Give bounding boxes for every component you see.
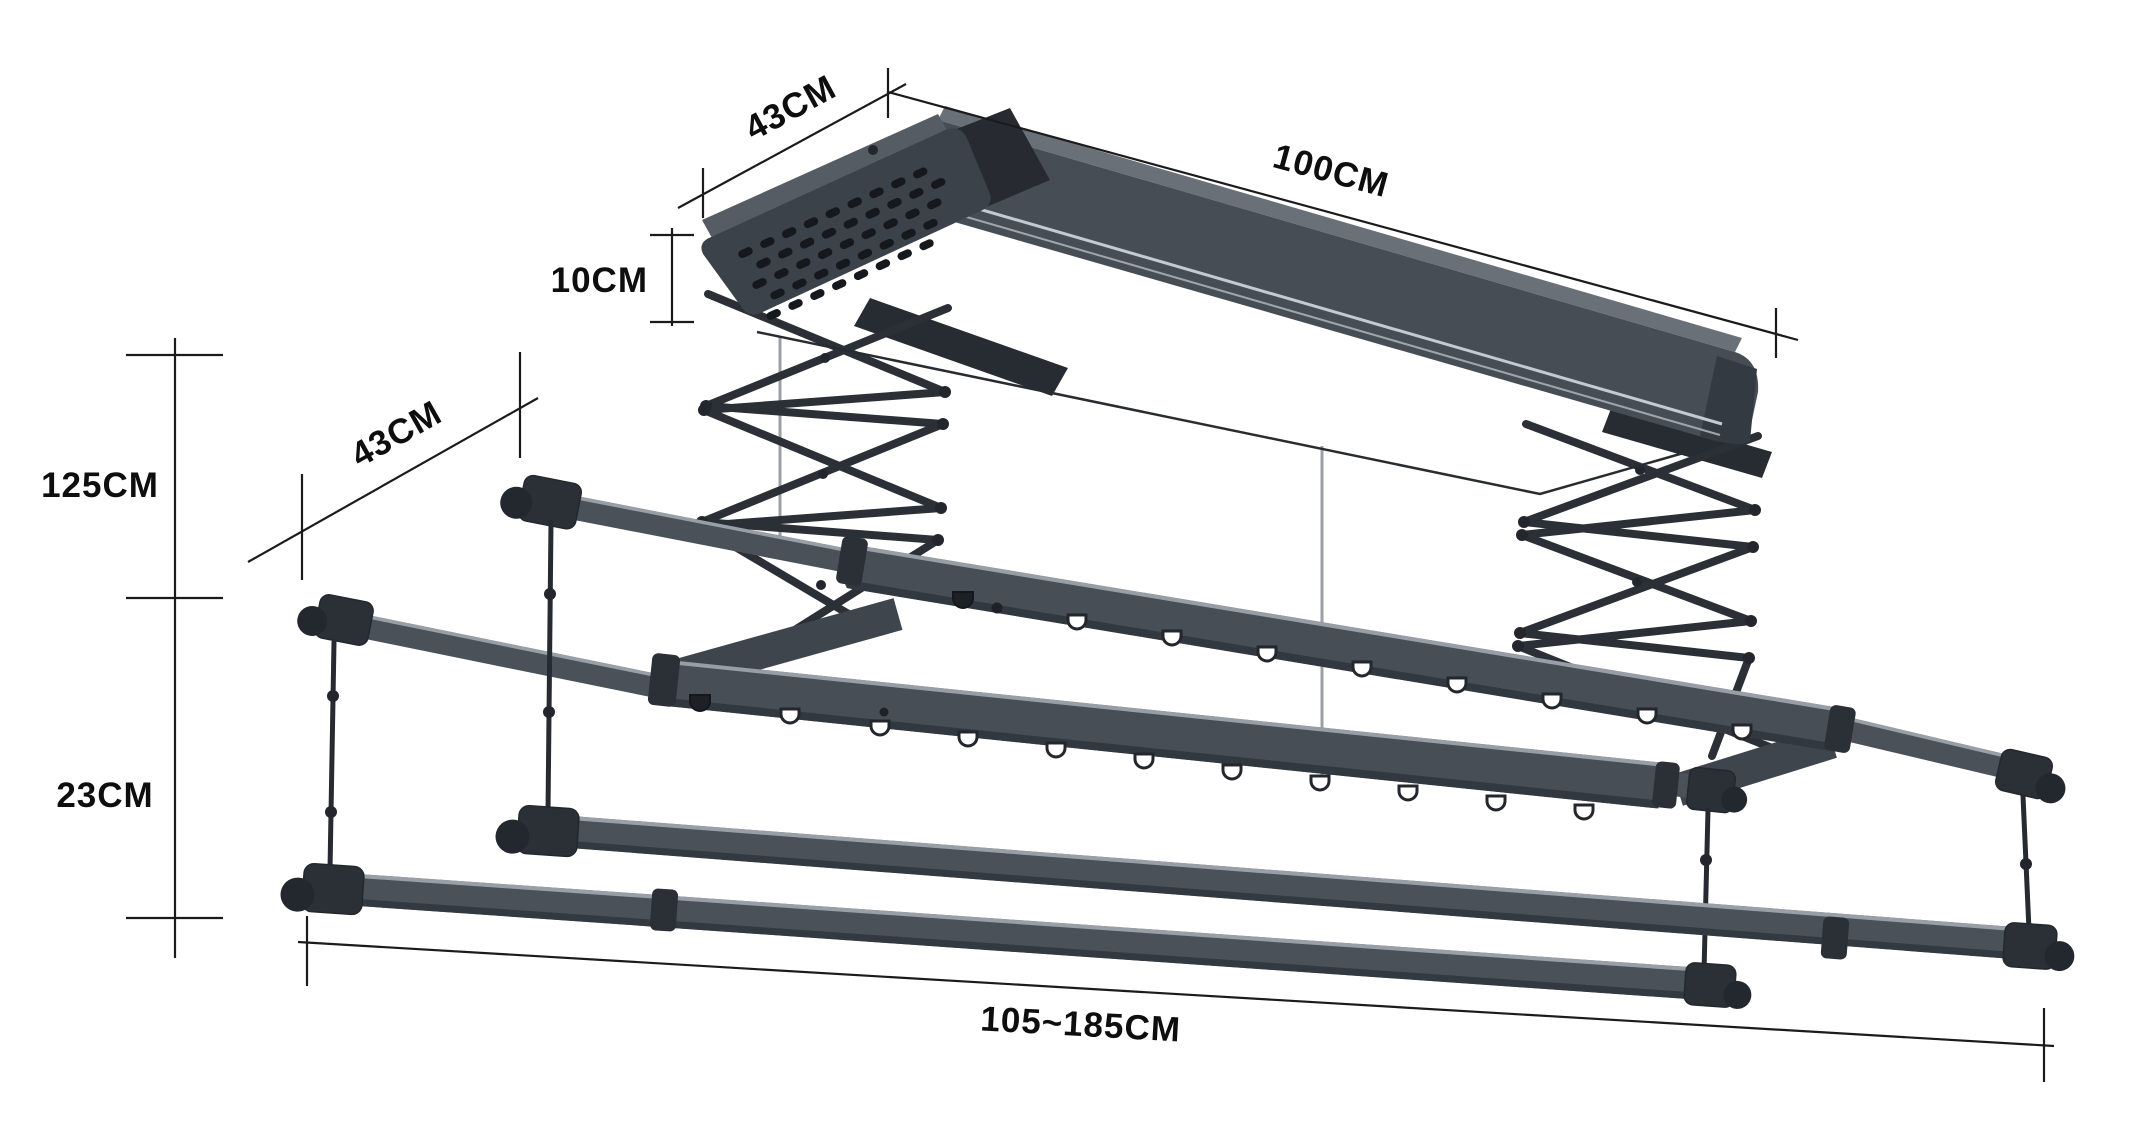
label-rack-depth: 43CM — [344, 393, 448, 475]
motor-unit — [701, 108, 1050, 320]
housing-trim-line-upper — [933, 194, 1723, 426]
scissor-track-right — [1602, 406, 1772, 478]
label-top-unit-length: 100CM — [1269, 137, 1393, 206]
dimension-lift-drop-height: 125CM 23CM — [41, 338, 223, 958]
rod-back-collar — [1820, 916, 1850, 960]
strap-right-front — [1699, 807, 1712, 975]
front-rail-collar-left — [647, 653, 681, 707]
hanger-rail-front — [350, 613, 1715, 821]
housing-front-face — [930, 120, 1759, 443]
rod-back-left-cap — [495, 804, 580, 858]
strap-left-front — [325, 639, 339, 873]
label-rack-frame-height: 23CM — [56, 776, 153, 815]
rod-front-left-cap — [280, 862, 365, 916]
vent-row-1 — [738, 167, 928, 258]
back-rail-left-cap — [500, 474, 583, 530]
back-rail-right-extension — [1836, 716, 2025, 781]
vent-row-3 — [752, 198, 942, 289]
scissor-track-left — [854, 298, 1068, 396]
dimension-rack-depth: 43CM — [247, 352, 539, 580]
back-rail-collar-right — [1824, 705, 1856, 753]
label-lift-drop-height: 125CM — [41, 466, 159, 505]
drying-rod-back-lower — [495, 804, 2075, 972]
front-rail-left-extension — [350, 613, 665, 698]
vent-row-5 — [766, 239, 934, 320]
drying-rod-front-lower — [280, 862, 1752, 1009]
back-rail-hanger-holes — [952, 591, 1753, 741]
strap-right-back — [2020, 793, 2032, 933]
dimension-top-unit-height: 10CM — [551, 228, 694, 326]
front-rail-dot — [879, 707, 889, 717]
rod-front-right-cap — [1683, 962, 1752, 1009]
back-rail-collar-left — [836, 536, 868, 586]
label-top-unit-height: 10CM — [551, 261, 648, 300]
back-rail-right-cap — [1994, 748, 2066, 804]
back-rail-left-extension — [558, 493, 853, 573]
rod-back-right-cap — [2002, 922, 2075, 972]
motor-box-top-face — [702, 114, 948, 238]
strap-left-back — [543, 519, 556, 815]
hanger-rail-back — [558, 493, 2025, 781]
top-unit-housing — [756, 106, 1759, 496]
housing-baseplate-edge — [756, 330, 1723, 496]
vent-row-4 — [770, 218, 938, 300]
front-rail-main — [656, 659, 1665, 809]
housing-top-face — [938, 106, 1742, 352]
label-rod-length-range: 105~185CM — [979, 999, 1182, 1049]
rod-front-collar — [649, 888, 679, 932]
housing-screw-dot — [868, 145, 878, 155]
scissor-right-pivots — [1512, 465, 1761, 664]
vent-row-2 — [756, 177, 946, 269]
front-rail-collar-right — [1652, 761, 1680, 809]
housing-trim-line-lower — [931, 206, 1721, 436]
back-rail-dot — [991, 602, 1003, 614]
label-top-unit-depth: 43CM — [738, 68, 842, 149]
front-rail-left-cap — [297, 594, 374, 646]
back-rail-main — [845, 544, 1842, 752]
motor-vent-grille — [738, 167, 946, 320]
